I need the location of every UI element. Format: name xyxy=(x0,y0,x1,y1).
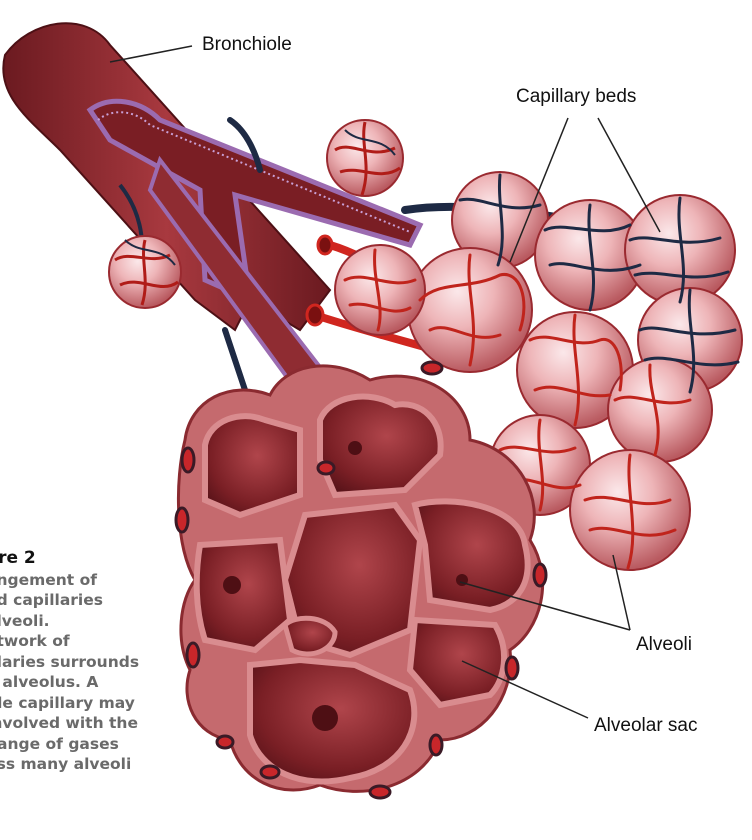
caption-line: oss many alveoli xyxy=(0,754,186,775)
caption-line: involved with the xyxy=(0,713,186,734)
caption-line: h alveolus. A xyxy=(0,672,186,693)
label-capillary-beds: Capillary beds xyxy=(516,86,636,108)
figure-number: ure 2 xyxy=(0,548,186,569)
caption-line: od capillaries xyxy=(0,590,186,611)
caption-line: angement of xyxy=(0,570,186,591)
alveolus-chamber xyxy=(205,416,300,515)
caption-line: alveoli. xyxy=(0,611,186,632)
label-alveolar-sac: Alveolar sac xyxy=(594,715,698,737)
label-alveoli: Alveoli xyxy=(636,634,692,656)
alveolus-chamber xyxy=(415,501,528,610)
figure-caption: ure 2 angement of od capillaries alveoli… xyxy=(0,548,186,775)
alveolus-chamber xyxy=(197,540,290,650)
bronchiole-tube xyxy=(3,23,420,395)
caption-line: etwork of xyxy=(0,631,186,652)
caption-line: illaries surrounds xyxy=(0,652,186,673)
alveolus-chamber xyxy=(285,618,335,654)
pore xyxy=(223,576,241,594)
pore xyxy=(348,441,362,455)
caption-line: gle capillary may xyxy=(0,693,186,714)
small-alveolus-cluster-left xyxy=(109,236,181,308)
caption-line: hange of gases xyxy=(0,734,186,755)
pore xyxy=(312,705,338,731)
small-alveolus-cluster-top xyxy=(327,120,403,196)
alveolar-sac-cross-section xyxy=(176,362,546,798)
label-bronchiole: Bronchiole xyxy=(202,34,292,56)
